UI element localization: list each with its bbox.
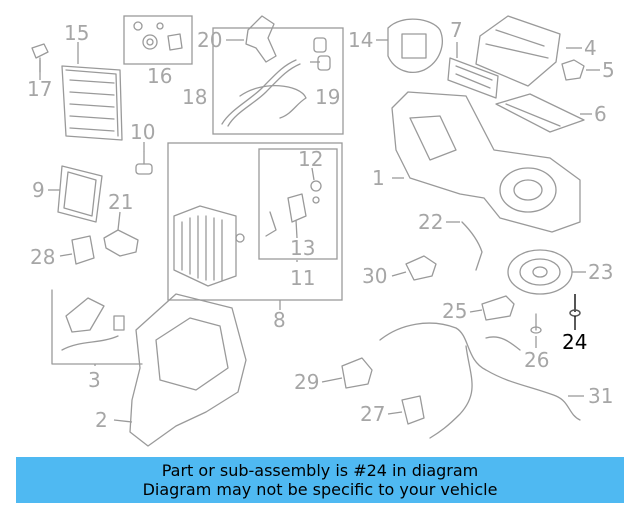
leader-lines bbox=[39, 39, 600, 423]
part-16-fasteners bbox=[133, 21, 183, 51]
info-banner: Part or sub-assembly is #24 in diagram D… bbox=[16, 457, 624, 503]
part-10-sensor bbox=[135, 151, 153, 175]
part-3-bracket-set bbox=[51, 289, 143, 365]
part-26-bolt bbox=[530, 313, 542, 334]
callout-11: 11 bbox=[290, 266, 315, 290]
part-18-hoses bbox=[221, 59, 307, 127]
part-14-gasket bbox=[387, 18, 443, 73]
callout-27: 27 bbox=[360, 402, 385, 426]
part-30-resistor bbox=[405, 255, 437, 281]
wiring-harness bbox=[379, 322, 581, 439]
callout-2: 2 bbox=[95, 408, 108, 432]
banner-line-1: Part or sub-assembly is #24 in diagram bbox=[161, 461, 479, 480]
part-9-frame bbox=[57, 165, 103, 223]
callout-30: 30 bbox=[362, 264, 387, 288]
callout-25: 25 bbox=[442, 299, 467, 323]
part-1-hvac-housing bbox=[391, 91, 581, 233]
callout-8: 8 bbox=[273, 308, 286, 332]
part-28-actuator bbox=[71, 235, 95, 265]
part-5-actuator bbox=[561, 59, 585, 81]
part-7-seal bbox=[447, 57, 499, 99]
part-23-blower-motor bbox=[507, 249, 573, 295]
part-21-actuator bbox=[103, 229, 139, 257]
callout-31: 31 bbox=[588, 384, 613, 408]
group-box-8 bbox=[167, 142, 343, 301]
banner-line-2: Diagram may not be specific to your vehi… bbox=[142, 480, 498, 499]
callout-15: 15 bbox=[64, 21, 89, 45]
part-19-valves bbox=[313, 37, 331, 71]
callout-9: 9 bbox=[32, 178, 45, 202]
callout-19: 19 bbox=[315, 85, 340, 109]
part-20-bracket bbox=[245, 15, 277, 63]
part-12-13-valve-parts bbox=[265, 180, 322, 237]
callout-20: 20 bbox=[197, 28, 222, 52]
callout-17: 17 bbox=[27, 77, 52, 101]
part-4-flap-housing bbox=[475, 15, 561, 87]
callout-14: 14 bbox=[348, 28, 373, 52]
callout-1: 1 bbox=[372, 166, 385, 190]
callout-4: 4 bbox=[584, 36, 597, 60]
callout-5: 5 bbox=[602, 58, 615, 82]
part-25-seal bbox=[481, 295, 515, 321]
callout-24: 24 bbox=[562, 330, 587, 354]
callout-29: 29 bbox=[294, 370, 319, 394]
group-box-18 bbox=[212, 27, 344, 135]
group-box-16 bbox=[123, 15, 193, 65]
callout-12: 12 bbox=[298, 147, 323, 171]
callout-16: 16 bbox=[147, 64, 172, 88]
callout-22: 22 bbox=[418, 210, 443, 234]
callout-18: 18 bbox=[182, 85, 207, 109]
part-2-lower-housing bbox=[129, 293, 247, 447]
callout-13: 13 bbox=[290, 236, 315, 260]
part-15-cabin-filter-housing bbox=[61, 65, 123, 141]
callout-7: 7 bbox=[450, 18, 463, 42]
callout-10: 10 bbox=[130, 120, 155, 144]
part-22-drain-hose bbox=[461, 221, 483, 271]
part-27-bracket bbox=[401, 395, 425, 425]
parts-diagram: 1 2 3 4 5 6 7 8 9 10 11 12 13 14 15 16 1… bbox=[27, 15, 615, 447]
callout-28: 28 bbox=[30, 245, 55, 269]
callout-6: 6 bbox=[594, 102, 607, 126]
callout-26: 26 bbox=[524, 348, 549, 372]
part-8-evaporator bbox=[173, 205, 245, 287]
part-6-filter bbox=[495, 93, 585, 133]
callout-3: 3 bbox=[88, 368, 101, 392]
part-24-screw bbox=[569, 294, 581, 317]
callout-23: 23 bbox=[588, 260, 613, 284]
part-29-module bbox=[341, 357, 373, 389]
group-box-11 bbox=[258, 148, 338, 260]
callout-21: 21 bbox=[108, 190, 133, 214]
